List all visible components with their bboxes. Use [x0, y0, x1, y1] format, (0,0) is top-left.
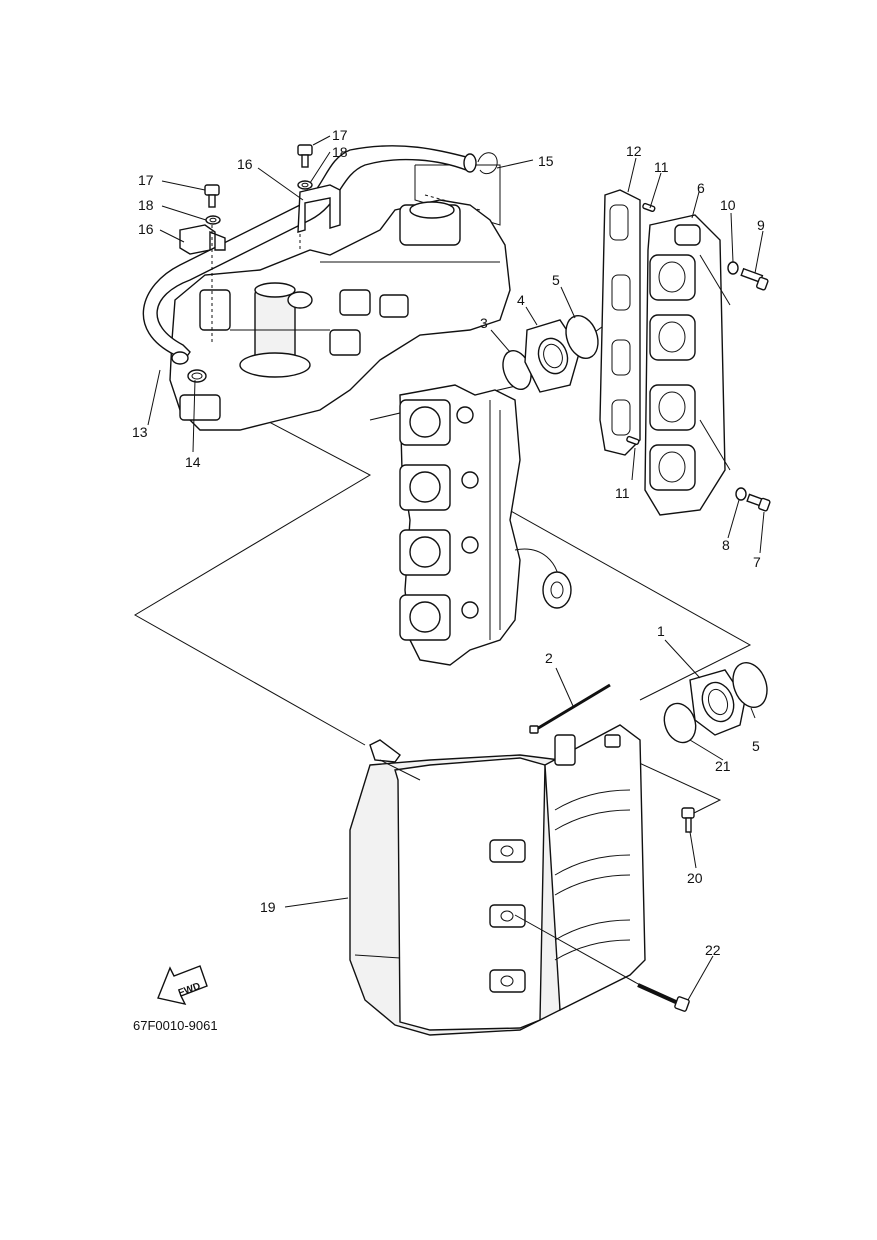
- washer-18-lower: [205, 215, 221, 225]
- breather-hose: [142, 145, 477, 365]
- callout-6: 6: [697, 180, 705, 196]
- callout-16-lower: 16: [138, 221, 154, 237]
- stud-bolt-2: [529, 683, 611, 734]
- o-ring-5-lower: [732, 662, 768, 708]
- callout-21: 21: [715, 758, 731, 774]
- bolt-7: [746, 493, 771, 512]
- callout-15: 15: [538, 153, 554, 169]
- figure-code: 67F0010-9061: [133, 1018, 218, 1033]
- joint-1: [689, 669, 746, 736]
- callout-19: 19: [260, 899, 276, 915]
- callout-11-upper: 11: [654, 159, 669, 175]
- carburetor-assembly: [399, 384, 572, 666]
- washer-18-upper: [297, 180, 313, 190]
- washer-10: [727, 261, 739, 275]
- hose-clip-15: [477, 152, 498, 175]
- callout-14: 14: [185, 454, 201, 470]
- bolt-9: [740, 267, 769, 291]
- callout-18-upper: 18: [332, 144, 348, 160]
- callout-22: 22: [705, 942, 721, 958]
- callout-8: 8: [722, 537, 730, 553]
- callout-numbers: 1 2 3 4 5 5 6 7 8 9 10 11 11 12 13 14 15…: [132, 127, 765, 958]
- intake-joint-6: [644, 214, 731, 516]
- engine-block: [169, 199, 511, 431]
- dowel-pin-11-upper: [642, 202, 656, 213]
- callout-17-lower: 17: [138, 172, 154, 188]
- forward-direction-arrow: FWD: [157, 965, 208, 1006]
- bolt-17-lower: [204, 184, 220, 208]
- callout-13: 13: [132, 424, 148, 440]
- callout-17-upper: 17: [332, 127, 348, 143]
- o-ring-21: [663, 702, 697, 744]
- callout-2: 2: [545, 650, 553, 666]
- callout-10: 10: [720, 197, 736, 213]
- callout-11-lower: 11: [615, 485, 630, 501]
- bracket-16-upper: [297, 184, 341, 233]
- bracket-16-lower: [179, 224, 226, 255]
- intake-silencer-19: [349, 724, 646, 1036]
- bolt-20: [681, 807, 695, 833]
- callout-9: 9: [757, 217, 765, 233]
- callout-5-upper: 5: [552, 272, 560, 288]
- callout-leaders: [147, 135, 765, 1001]
- bolt-17-upper: [297, 144, 313, 168]
- callout-3: 3: [480, 315, 488, 331]
- callout-4: 4: [517, 292, 525, 308]
- callout-12: 12: [626, 143, 642, 159]
- callout-18-lower: 18: [138, 197, 154, 213]
- gasket-12: [599, 189, 641, 456]
- callout-1: 1: [657, 623, 665, 639]
- callout-5-lower: 5: [752, 738, 760, 754]
- dowel-pin-11-lower: [626, 435, 640, 446]
- callout-16-upper: 16: [237, 156, 253, 172]
- clamp-14: [187, 369, 207, 383]
- callout-7: 7: [753, 554, 761, 570]
- washer-8: [735, 487, 747, 501]
- bolt-22: [637, 983, 690, 1012]
- callout-20: 20: [687, 870, 703, 886]
